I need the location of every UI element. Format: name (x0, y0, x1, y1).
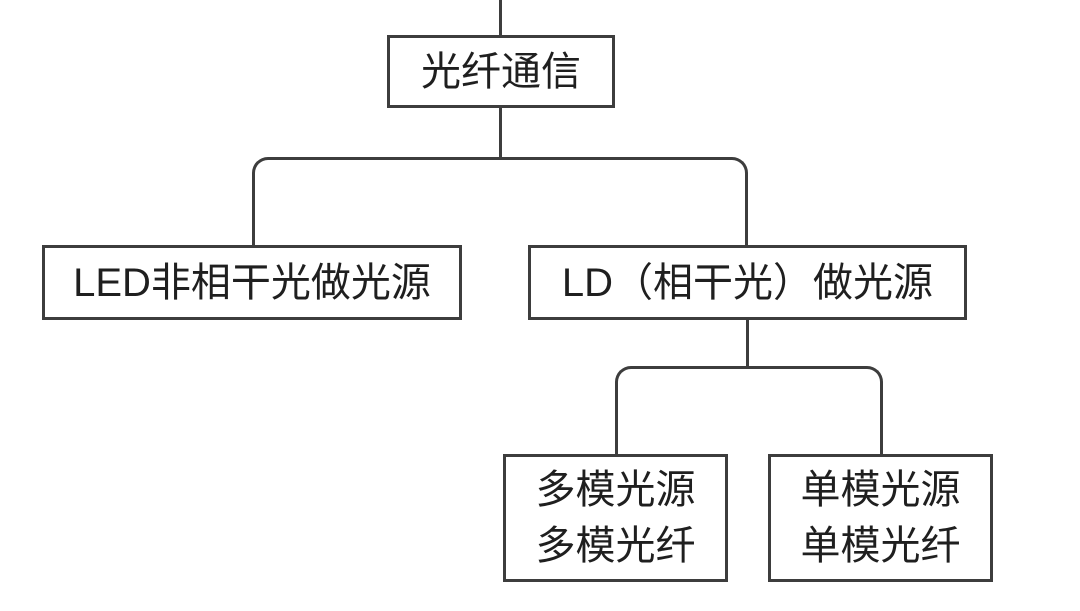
node-root: 光纤通信 (387, 35, 615, 108)
connector-branch-level1 (252, 157, 748, 246)
connector-branch-level2 (615, 366, 883, 455)
node-root-label: 光纤通信 (421, 49, 581, 94)
node-singlemode: 单模光源 单模光纤 (768, 454, 993, 582)
connector-root-stem (499, 106, 502, 160)
node-singlemode-line2: 单模光纤 (800, 524, 961, 568)
node-multimode-line1: 多模光源 (535, 468, 696, 512)
node-ld-source: LD（相干光）做光源 (528, 245, 967, 320)
node-led-source: LED非相干光做光源 (42, 245, 462, 320)
node-ld-source-label: LD（相干光）做光源 (561, 260, 934, 305)
node-multimode-line2: 多模光纤 (535, 524, 696, 568)
connector-ld-stem (746, 318, 749, 368)
connector-top-stem (499, 0, 502, 37)
node-led-source-label: LED非相干光做光源 (73, 260, 431, 305)
node-singlemode-line1: 单模光源 (800, 468, 961, 512)
node-multimode: 多模光源 多模光纤 (503, 454, 728, 582)
